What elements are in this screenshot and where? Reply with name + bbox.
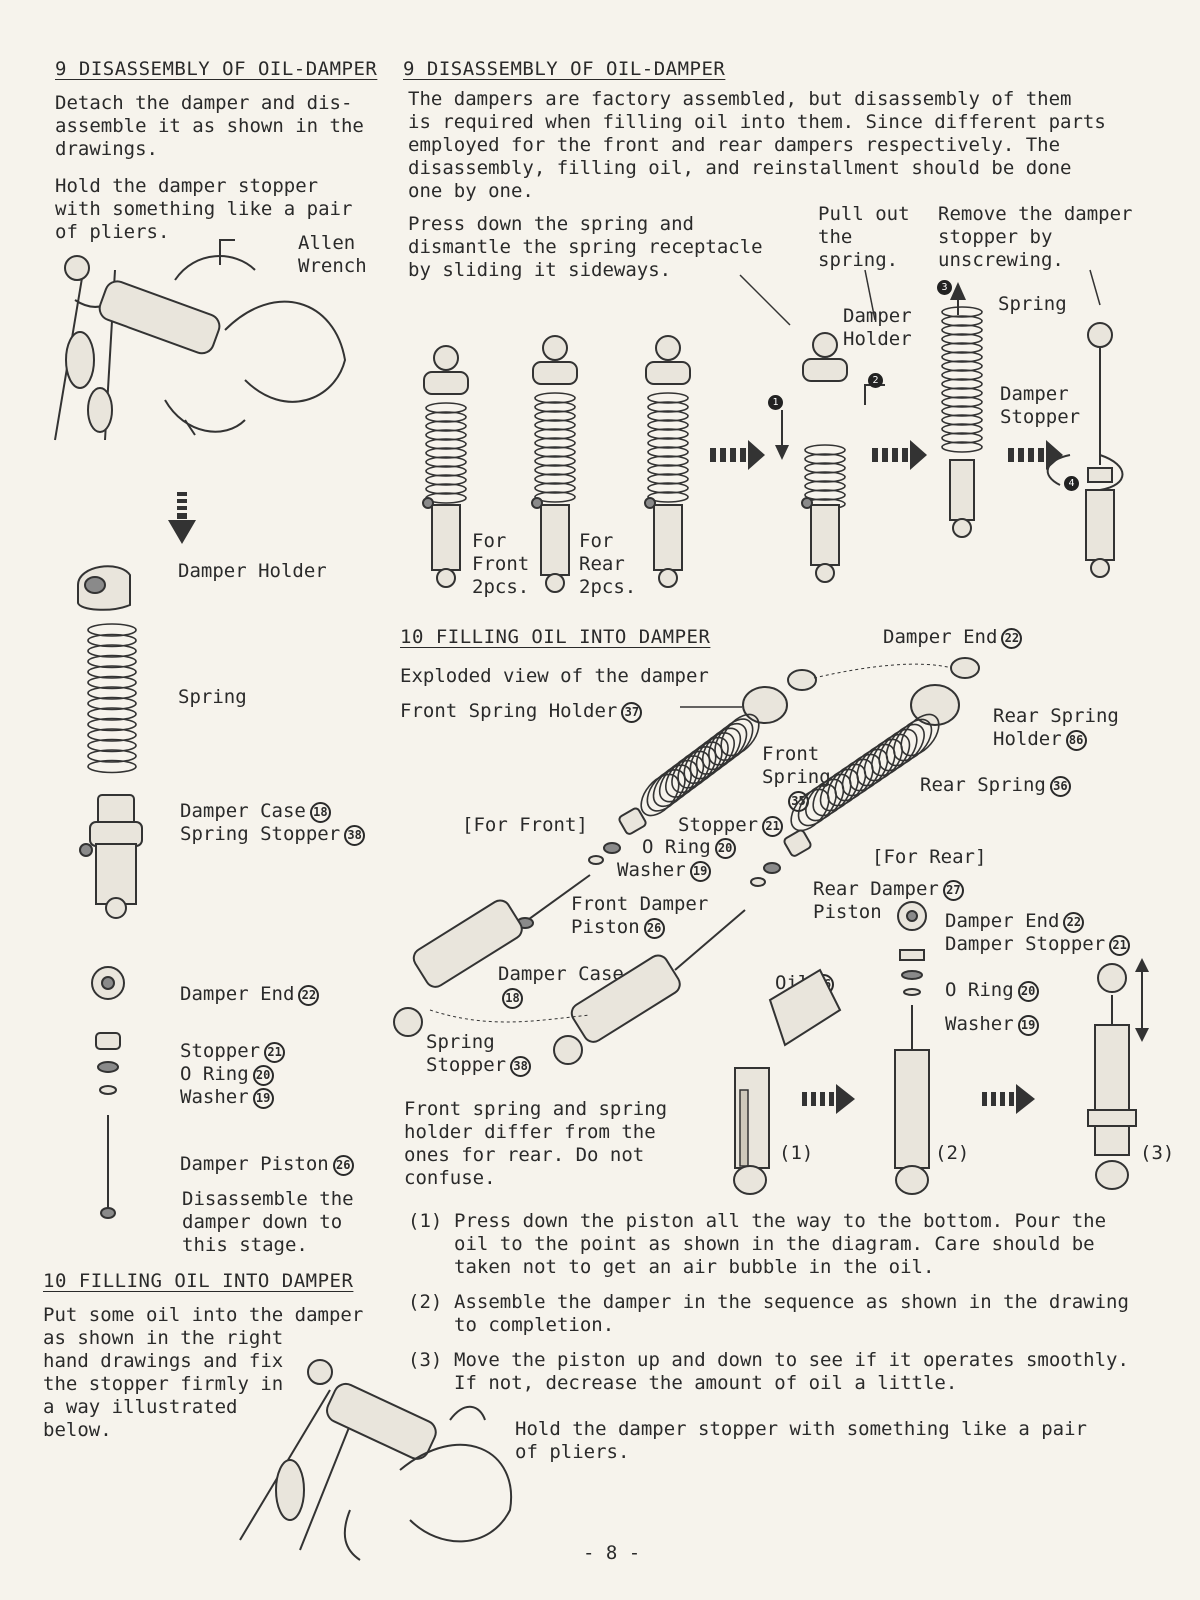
left-section9-heading: 9 DISASSEMBLY OF OIL-DAMPER (55, 58, 378, 80)
fill-arrow-icon (802, 1084, 855, 1114)
right-label-damper-holder: Damper Holder (843, 305, 912, 350)
fill-step-3: (3) Move the piston up and down to see i… (408, 1349, 1129, 1394)
right-label-for-front-bracket: [For Front] (462, 814, 588, 836)
damper-holder-removed-icon (801, 332, 848, 583)
right-pull-note: Pull out the spring. (818, 203, 910, 271)
fig-label-1: (1) (779, 1142, 814, 1164)
sequence-arrow-icon (710, 440, 765, 470)
sequence-arrow-icon (1008, 440, 1063, 470)
step-marker-1: 1 (768, 395, 783, 410)
page-number: - 8 - (583, 1542, 641, 1564)
left-section9-para1: Detach the damper and dis- assemble it a… (55, 92, 364, 160)
step-marker-4: 4 (1064, 476, 1079, 491)
fill-step-2: (2) Assemble the damper in the sequence … (408, 1291, 1129, 1336)
allen-wrench-label: Allen Wrench (298, 232, 367, 277)
oil-bottle-icon (768, 968, 842, 1047)
pulled-spring-icon (941, 306, 983, 538)
down-arrow-icon (168, 492, 196, 544)
right-press-note: Press down the spring and dismantle the … (408, 213, 763, 281)
damper-end-icon (787, 669, 817, 691)
piston-parts-icon (91, 966, 125, 1219)
right-label-for-rear: For Rear 2pcs. (579, 530, 637, 598)
damper-front-icon (422, 345, 469, 588)
left-section10-para: Put some oil into the damper as shown in… (43, 1304, 364, 1441)
fill-step-1: (1) Press down the piston all the way to… (408, 1210, 1107, 1278)
fill-arrow-icon (982, 1084, 1035, 1114)
right-section9-intro: The dampers are factory assembled, but d… (408, 88, 1106, 202)
spring-icon (87, 623, 137, 774)
hand-icon (224, 300, 347, 403)
right-caution-note: Front spring and spring holder differ fr… (404, 1098, 668, 1189)
right-remove-note: Remove the damper stopper by unscrewing. (938, 203, 1133, 271)
step-marker-3: 3 (937, 280, 952, 295)
left-label-damper-holder: Damper Holder (178, 560, 327, 582)
step-marker-2: 2 (868, 373, 883, 388)
pliers-hand-bottom-illustration (239, 1359, 513, 1561)
right-label-damper-stopper: Damper Stopper (1000, 383, 1081, 428)
rear-spring-icon (790, 713, 940, 832)
right-section9-heading: 9 DISASSEMBLY OF OIL-DAMPER (403, 58, 726, 80)
fig-label-2: (2) (935, 1142, 970, 1164)
exploded-view-illustration (393, 657, 1149, 1195)
front-spring-icon (640, 713, 760, 817)
right-exploded-label: Exploded view of the damper (400, 665, 709, 687)
right-hold-note: Hold the damper stopper with something l… (515, 1418, 1087, 1463)
disassembly-sequence-illustration (422, 269, 1124, 593)
right-label-spring: Spring (998, 293, 1067, 315)
fill-steps-list: (1) Press down the piston all the way to… (408, 1210, 1178, 1395)
allen-wrench-icon (219, 239, 235, 265)
fig-label-3: (3) (1140, 1142, 1175, 1164)
pliers-hand-illustration (54, 239, 347, 441)
right-label-piston: Piston (813, 901, 882, 923)
right-label-for-front: For Front 2pcs. (472, 530, 530, 598)
left-label-spring: Spring (178, 686, 247, 708)
left-section10-heading: 10 FILLING OIL INTO DAMPER (43, 1270, 354, 1292)
damper-body-icon (98, 280, 221, 355)
left-disassemble-note: Disassemble the damper down to this stag… (182, 1188, 354, 1256)
damper-rear-icon (531, 335, 578, 593)
damper-stopper-removed-icon (1085, 322, 1115, 578)
right-section10-heading: 10 FILLING OIL INTO DAMPER (400, 626, 711, 648)
sequence-arrow-icon (872, 440, 927, 470)
left-section9-para2: Hold the damper stopper with something l… (55, 175, 353, 243)
damper-case-icon (79, 794, 143, 919)
damper-icon (644, 335, 691, 588)
damper-holder-icon (77, 565, 131, 611)
right-label-for-rear-bracket: [For Rear] (872, 846, 987, 868)
